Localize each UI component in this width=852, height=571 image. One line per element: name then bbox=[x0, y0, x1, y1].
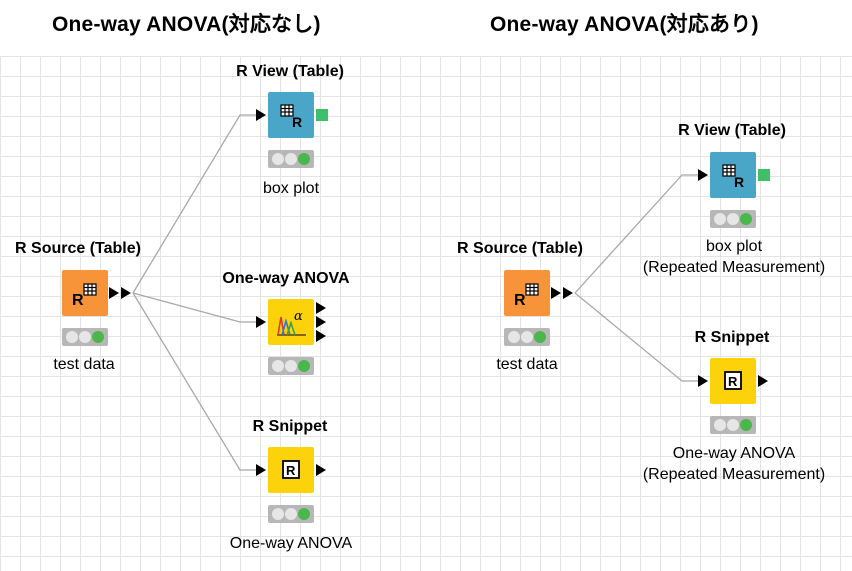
status-lights-r-view-left bbox=[268, 150, 314, 168]
svg-text:R: R bbox=[514, 292, 526, 309]
svg-text:R: R bbox=[292, 114, 302, 130]
out-port-anova-1-left[interactable] bbox=[316, 302, 326, 314]
node-label-r-snippet-right-line2: (Repeated Measurement) bbox=[642, 466, 826, 483]
node-r-snippet-left[interactable]: R bbox=[268, 447, 314, 493]
svg-text:R: R bbox=[728, 374, 738, 389]
out-port-arrow-r-source-right bbox=[563, 287, 573, 299]
out-port-view-left[interactable] bbox=[316, 109, 328, 121]
node-label-r-source-left: test data bbox=[53, 356, 115, 373]
node-r-source-right[interactable]: R bbox=[504, 270, 550, 316]
node-anova-left[interactable]: α bbox=[268, 299, 314, 345]
r-snippet-icon: R bbox=[282, 460, 300, 479]
node-label-r-snippet-right-line1: One-way ANOVA bbox=[672, 445, 796, 462]
status-lights-r-snippet-left bbox=[268, 505, 314, 523]
node-title-r-snippet-right: R Snippet bbox=[694, 329, 770, 346]
svg-text:R: R bbox=[286, 463, 296, 478]
out-port-anova-2-left[interactable] bbox=[316, 316, 326, 328]
section-title-paired: One-way ANOVA(対応あり) bbox=[490, 13, 759, 36]
svg-text:R: R bbox=[72, 292, 84, 309]
node-r-source-left[interactable]: R bbox=[62, 270, 108, 316]
node-title-r-source-left: R Source (Table) bbox=[15, 240, 141, 257]
r-table-icon: R bbox=[514, 283, 539, 309]
node-r-view-left[interactable]: R bbox=[268, 92, 314, 138]
r-table-view-icon: R bbox=[722, 164, 744, 190]
out-port-r-snippet-left[interactable] bbox=[316, 464, 326, 476]
in-port-r-view-right[interactable] bbox=[698, 169, 708, 181]
node-title-r-source-right: R Source (Table) bbox=[457, 240, 583, 257]
node-title-anova-left: One-way ANOVA bbox=[222, 270, 350, 287]
node-label-r-view-right: box plot (Repeated Measurement) bbox=[643, 236, 825, 278]
in-port-anova-left[interactable] bbox=[256, 316, 266, 328]
anova-chart-icon: α bbox=[277, 309, 306, 336]
out-port-view-right[interactable] bbox=[758, 169, 770, 181]
out-port-anova-3-left[interactable] bbox=[316, 330, 326, 342]
status-lights-r-source-right bbox=[504, 328, 550, 346]
out-port-r-snippet-right[interactable] bbox=[758, 375, 768, 387]
node-r-view-right[interactable]: R bbox=[710, 152, 756, 198]
node-label-r-view-left: box plot bbox=[262, 180, 320, 197]
out-port-arrow-r-source-left bbox=[121, 287, 131, 299]
status-lights-anova-left bbox=[268, 357, 314, 375]
out-port-r-source-right[interactable] bbox=[551, 287, 561, 299]
svg-text:α: α bbox=[294, 309, 303, 324]
svg-text:R: R bbox=[734, 174, 744, 190]
r-table-view-icon: R bbox=[280, 104, 302, 130]
section-title-unpaired: One-way ANOVA(対応なし) bbox=[52, 13, 321, 36]
status-lights-r-snippet-right bbox=[710, 416, 756, 434]
node-label-r-view-right-line1: box plot bbox=[705, 238, 763, 255]
node-label-r-snippet-right: One-way ANOVA (Repeated Measurement) bbox=[643, 443, 825, 485]
in-port-r-snippet-left[interactable] bbox=[256, 464, 266, 476]
node-title-r-view-right: R View (Table) bbox=[678, 122, 786, 139]
in-port-r-snippet-right[interactable] bbox=[698, 375, 708, 387]
node-title-r-view-left: R View (Table) bbox=[236, 63, 344, 80]
status-lights-r-view-right bbox=[710, 210, 756, 228]
node-title-r-snippet-left: R Snippet bbox=[252, 418, 328, 435]
in-port-r-view-left[interactable] bbox=[256, 109, 266, 121]
node-label-r-source-right: test data bbox=[496, 356, 558, 373]
node-label-r-snippet-left: One-way ANOVA bbox=[229, 535, 353, 552]
r-table-icon: R bbox=[72, 283, 97, 309]
status-lights-r-source-left bbox=[62, 328, 108, 346]
node-label-r-view-right-line2: (Repeated Measurement) bbox=[642, 259, 826, 276]
out-port-r-source-left[interactable] bbox=[109, 287, 119, 299]
node-r-snippet-right[interactable]: R bbox=[710, 358, 756, 404]
r-snippet-icon: R bbox=[724, 371, 742, 390]
